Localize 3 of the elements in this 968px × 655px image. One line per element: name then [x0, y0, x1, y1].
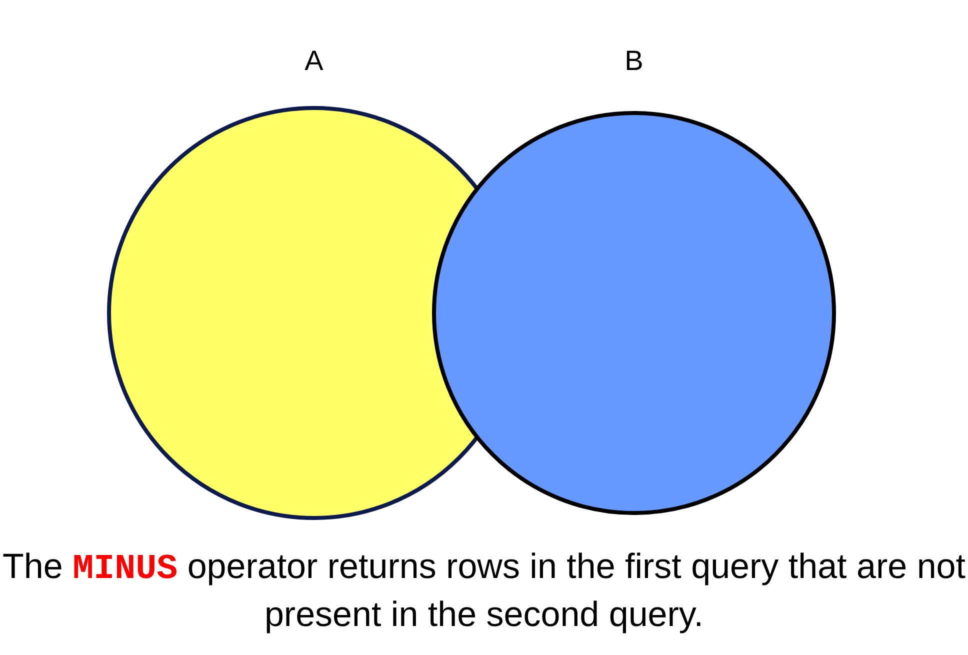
set-label: A	[304, 45, 324, 77]
set-label: B	[624, 45, 644, 77]
caption-text: The MINUS operator returns rows in the first query that are not present in the second query.	[2, 546, 966, 636]
